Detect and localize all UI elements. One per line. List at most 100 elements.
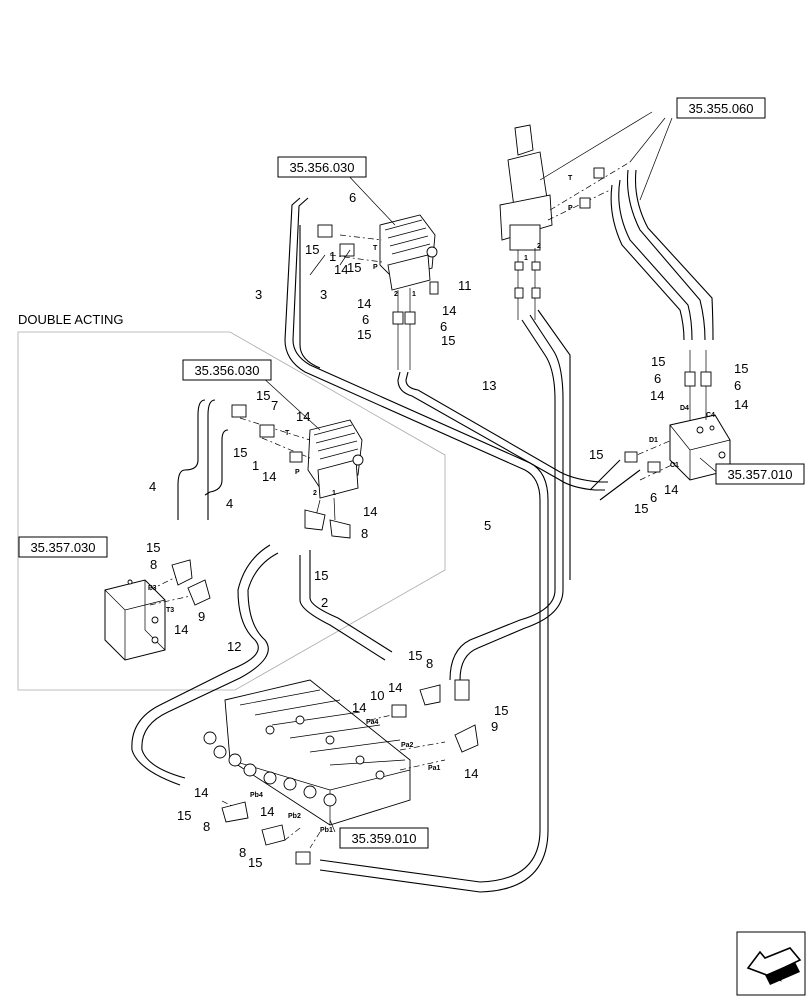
svg-text:7: 7 — [271, 398, 278, 413]
svg-text:2: 2 — [537, 243, 541, 250]
svg-text:6: 6 — [349, 190, 356, 205]
svg-text:2: 2 — [313, 490, 317, 497]
svg-text:15: 15 — [494, 703, 508, 718]
hose-12 — [131, 544, 279, 786]
svg-text:14: 14 — [352, 700, 366, 715]
svg-text:D4: D4 — [680, 405, 689, 412]
leader-lines — [259, 111, 721, 833]
svg-text:1: 1 — [252, 458, 259, 473]
svg-text:3: 3 — [255, 287, 262, 302]
hose-5 — [449, 309, 571, 681]
svg-text:T: T — [285, 430, 290, 437]
svg-text:15: 15 — [347, 260, 361, 275]
hose-13 — [397, 371, 608, 491]
svg-text:12: 12 — [227, 639, 241, 654]
ref-35-356-030-left[interactable]: 35.356.030 — [182, 359, 272, 381]
svg-text:35.355.060: 35.355.060 — [688, 101, 753, 116]
left-pilot-valve — [231, 404, 364, 539]
svg-text:Pa4: Pa4 — [366, 719, 379, 726]
section-title: DOUBLE ACTING — [18, 312, 123, 327]
port-labels: T P 2 1 1 2 T P T P 2 1 D1 D4 C4 C1 P3 T… — [148, 175, 715, 834]
ref-35-356-030-top[interactable]: 35.356.030 — [277, 156, 367, 178]
svg-text:15: 15 — [589, 447, 603, 462]
svg-text:15: 15 — [734, 361, 748, 376]
svg-text:6: 6 — [440, 319, 447, 334]
svg-text:14: 14 — [357, 296, 371, 311]
svg-text:14: 14 — [174, 622, 188, 637]
svg-text:15: 15 — [634, 501, 648, 516]
svg-text:1: 1 — [329, 249, 336, 264]
svg-text:14: 14 — [262, 469, 276, 484]
svg-text:T: T — [373, 245, 378, 252]
svg-text:4: 4 — [226, 496, 233, 511]
svg-text:2: 2 — [321, 595, 328, 610]
hose-3 — [284, 197, 549, 893]
svg-text:1: 1 — [412, 291, 416, 298]
svg-text:1: 1 — [332, 490, 336, 497]
svg-text:T: T — [568, 175, 573, 182]
svg-text:8: 8 — [203, 819, 210, 834]
svg-text:15: 15 — [314, 568, 328, 583]
svg-text:14: 14 — [334, 262, 348, 277]
svg-text:Pa2: Pa2 — [401, 742, 414, 749]
svg-text:14: 14 — [664, 482, 678, 497]
right-block — [624, 350, 731, 481]
svg-text:6: 6 — [650, 490, 657, 505]
svg-text:14: 14 — [194, 785, 208, 800]
ref-35-359-010[interactable]: 35.359.010 — [339, 827, 429, 849]
svg-text:5: 5 — [484, 518, 491, 533]
svg-text:6: 6 — [362, 312, 369, 327]
svg-text:15: 15 — [256, 388, 270, 403]
svg-text:C4: C4 — [706, 412, 715, 419]
svg-text:6: 6 — [654, 371, 661, 386]
left-block — [104, 559, 211, 661]
svg-text:Pb4: Pb4 — [250, 792, 263, 799]
hose-to-right-block — [589, 459, 641, 501]
svg-text:13: 13 — [482, 378, 496, 393]
svg-text:15: 15 — [357, 327, 371, 342]
ref-35-357-030[interactable]: 35.357.030 — [18, 536, 108, 558]
ref-35-355-060[interactable]: 35.355.060 — [676, 97, 766, 119]
svg-text:3: 3 — [320, 287, 327, 302]
svg-text:14: 14 — [442, 303, 456, 318]
svg-text:15: 15 — [233, 445, 247, 460]
svg-text:14: 14 — [260, 804, 274, 819]
svg-text:9: 9 — [491, 719, 498, 734]
svg-text:14: 14 — [363, 504, 377, 519]
arrow-back-icon[interactable] — [736, 931, 806, 996]
callout-numbers: 6 15 1 14 15 3 3 11 14 14 6 6 15 15 13 1… — [146, 190, 748, 870]
svg-text:8: 8 — [150, 557, 157, 572]
svg-text:4: 4 — [149, 479, 156, 494]
svg-text:14: 14 — [296, 409, 310, 424]
svg-text:8: 8 — [361, 526, 368, 541]
svg-text:8: 8 — [239, 845, 246, 860]
svg-text:14: 14 — [650, 388, 664, 403]
svg-text:15: 15 — [305, 242, 319, 257]
svg-text:11: 11 — [458, 278, 472, 293]
svg-text:P: P — [568, 205, 573, 212]
svg-text:35.357.010: 35.357.010 — [727, 467, 792, 482]
svg-text:35.356.030: 35.356.030 — [194, 363, 259, 378]
ref-35-357-010[interactable]: 35.357.010 — [715, 463, 805, 485]
svg-text:15: 15 — [177, 808, 191, 823]
svg-text:15: 15 — [441, 333, 455, 348]
svg-text:35.357.030: 35.357.030 — [30, 540, 95, 555]
top-pilot-valve — [317, 214, 439, 370]
hose-4 — [177, 399, 229, 520]
svg-text:Pa1: Pa1 — [428, 765, 441, 772]
svg-text:8: 8 — [426, 656, 433, 671]
svg-text:15: 15 — [408, 648, 422, 663]
svg-text:2: 2 — [394, 291, 398, 298]
svg-text:P3: P3 — [148, 585, 157, 592]
svg-text:C1: C1 — [670, 462, 679, 469]
svg-text:Pb2: Pb2 — [288, 813, 301, 820]
svg-text:Pb1: Pb1 — [320, 827, 333, 834]
svg-text:15: 15 — [651, 354, 665, 369]
svg-text:10: 10 — [370, 688, 384, 703]
hose-right-joystick — [610, 169, 714, 341]
valve-spools — [203, 715, 385, 807]
main-control-valve — [203, 679, 479, 865]
svg-text:1: 1 — [524, 255, 528, 262]
joystick-assembly — [499, 124, 631, 320]
